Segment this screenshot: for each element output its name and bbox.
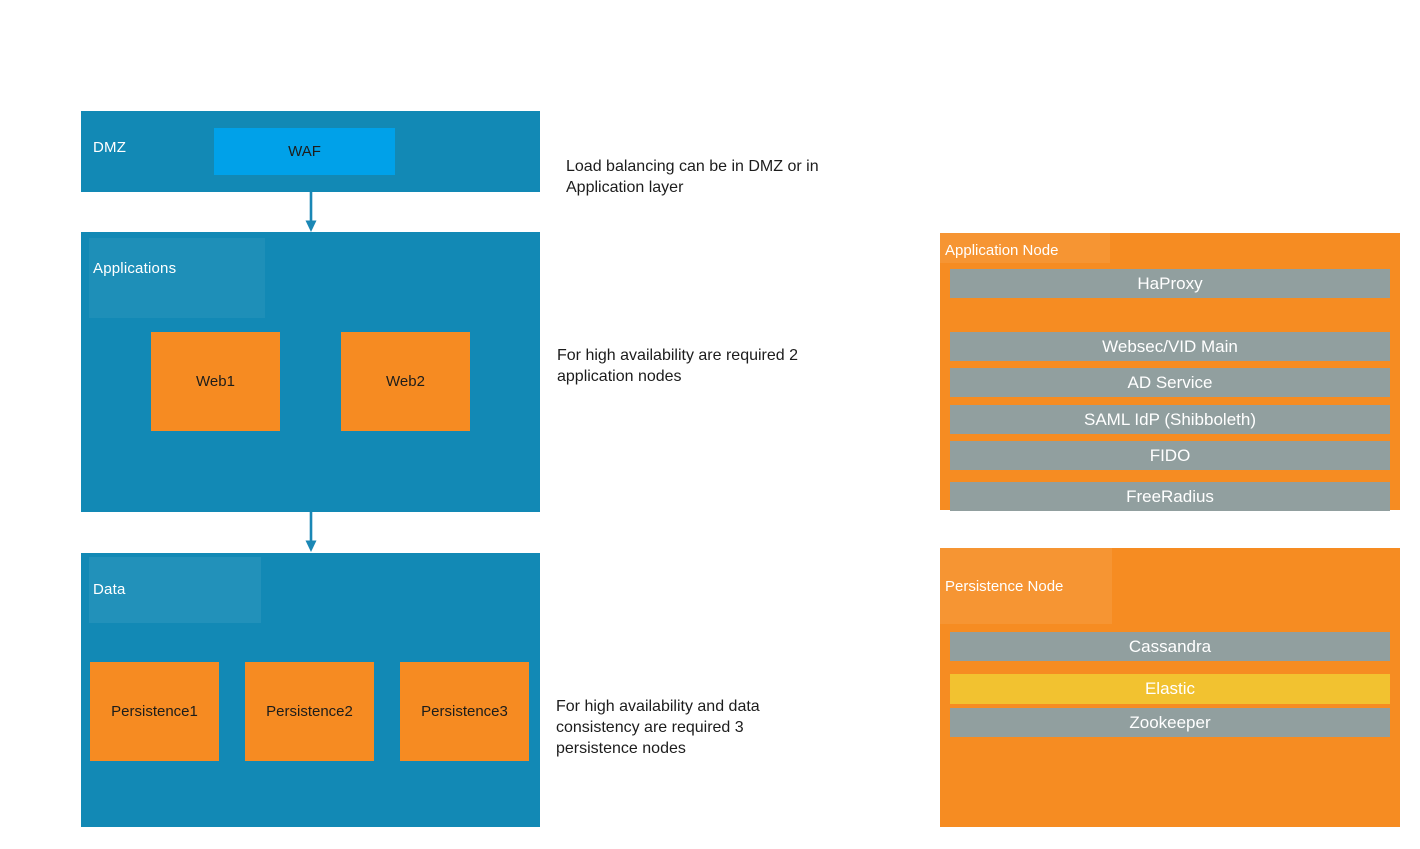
web1-label: Web1 [196,373,235,390]
service-bar-cassandra: Cassandra [950,632,1390,661]
service-label: HaProxy [1137,273,1203,293]
service-label: AD Service [1127,372,1213,392]
persistence3-box: Persistence3 [400,662,529,761]
service-bar-fido: FIDO [950,441,1390,470]
service-bar-saml-idp: SAML IdP (Shibboleth) [950,405,1390,434]
web2-box: Web2 [341,332,470,431]
annotation-applications: For high availability are required 2 app… [557,347,799,385]
layer-data: Data Persistence1 Persistence2 Persisten… [81,553,540,827]
service-label: Elastic [1144,679,1196,698]
waf-box: WAF [214,128,395,175]
down-arrow-applications-to-data [305,512,317,552]
service-label: Cassandra [1128,636,1212,656]
service-label: FreeRadius [1126,486,1214,506]
service-label: FIDO [1149,445,1191,465]
persistence1-box: Persistence1 [90,662,219,761]
service-label: SAML IdP (Shibboleth) [1084,409,1256,429]
layer-dmz: DMZ WAF [81,111,540,192]
layer-dmz-label: DMZ [93,139,127,156]
service-bar-zookeeper: Zookeeper [950,708,1390,737]
persistence-node-title: Persistence Node [945,578,1064,595]
annotation-data: For high availability and data consisten… [556,698,760,757]
service-bar-freeradius: FreeRadius [950,482,1390,511]
annotation-dmz: Load balancing can be in DMZ or in Appli… [566,158,819,196]
web2-label: Web2 [386,373,425,390]
service-label: Zookeeper [1129,712,1211,732]
layer-data-label: Data [93,581,126,598]
highlight-patch [89,238,265,318]
layer-applications: Applications Web1 Web2 [81,232,540,512]
service-bar-elastic: Elastic [950,674,1390,704]
down-arrow-dmz-to-applications [305,192,317,232]
persistence2-box: Persistence2 [245,662,374,761]
application-node-title: Application Node [945,242,1059,259]
layer-applications-label: Applications [93,260,177,277]
service-label: Websec/VID Main [1102,336,1238,356]
service-bar-haproxy: HaProxy [950,269,1390,298]
application-node-panel: Application Node HaProxy Websec/VID Main… [940,233,1400,511]
persistence1-label: Persistence1 [111,703,198,720]
service-bar-websec-vid-main: Websec/VID Main [950,332,1390,361]
persistence3-label: Persistence3 [421,703,508,720]
web1-box: Web1 [151,332,280,431]
service-bar-ad-service: AD Service [950,368,1390,397]
persistence2-label: Persistence2 [266,703,353,720]
waf-label: WAF [288,143,321,160]
persistence-node-panel: Persistence Node Cassandra Elastic Zooke… [940,548,1400,827]
